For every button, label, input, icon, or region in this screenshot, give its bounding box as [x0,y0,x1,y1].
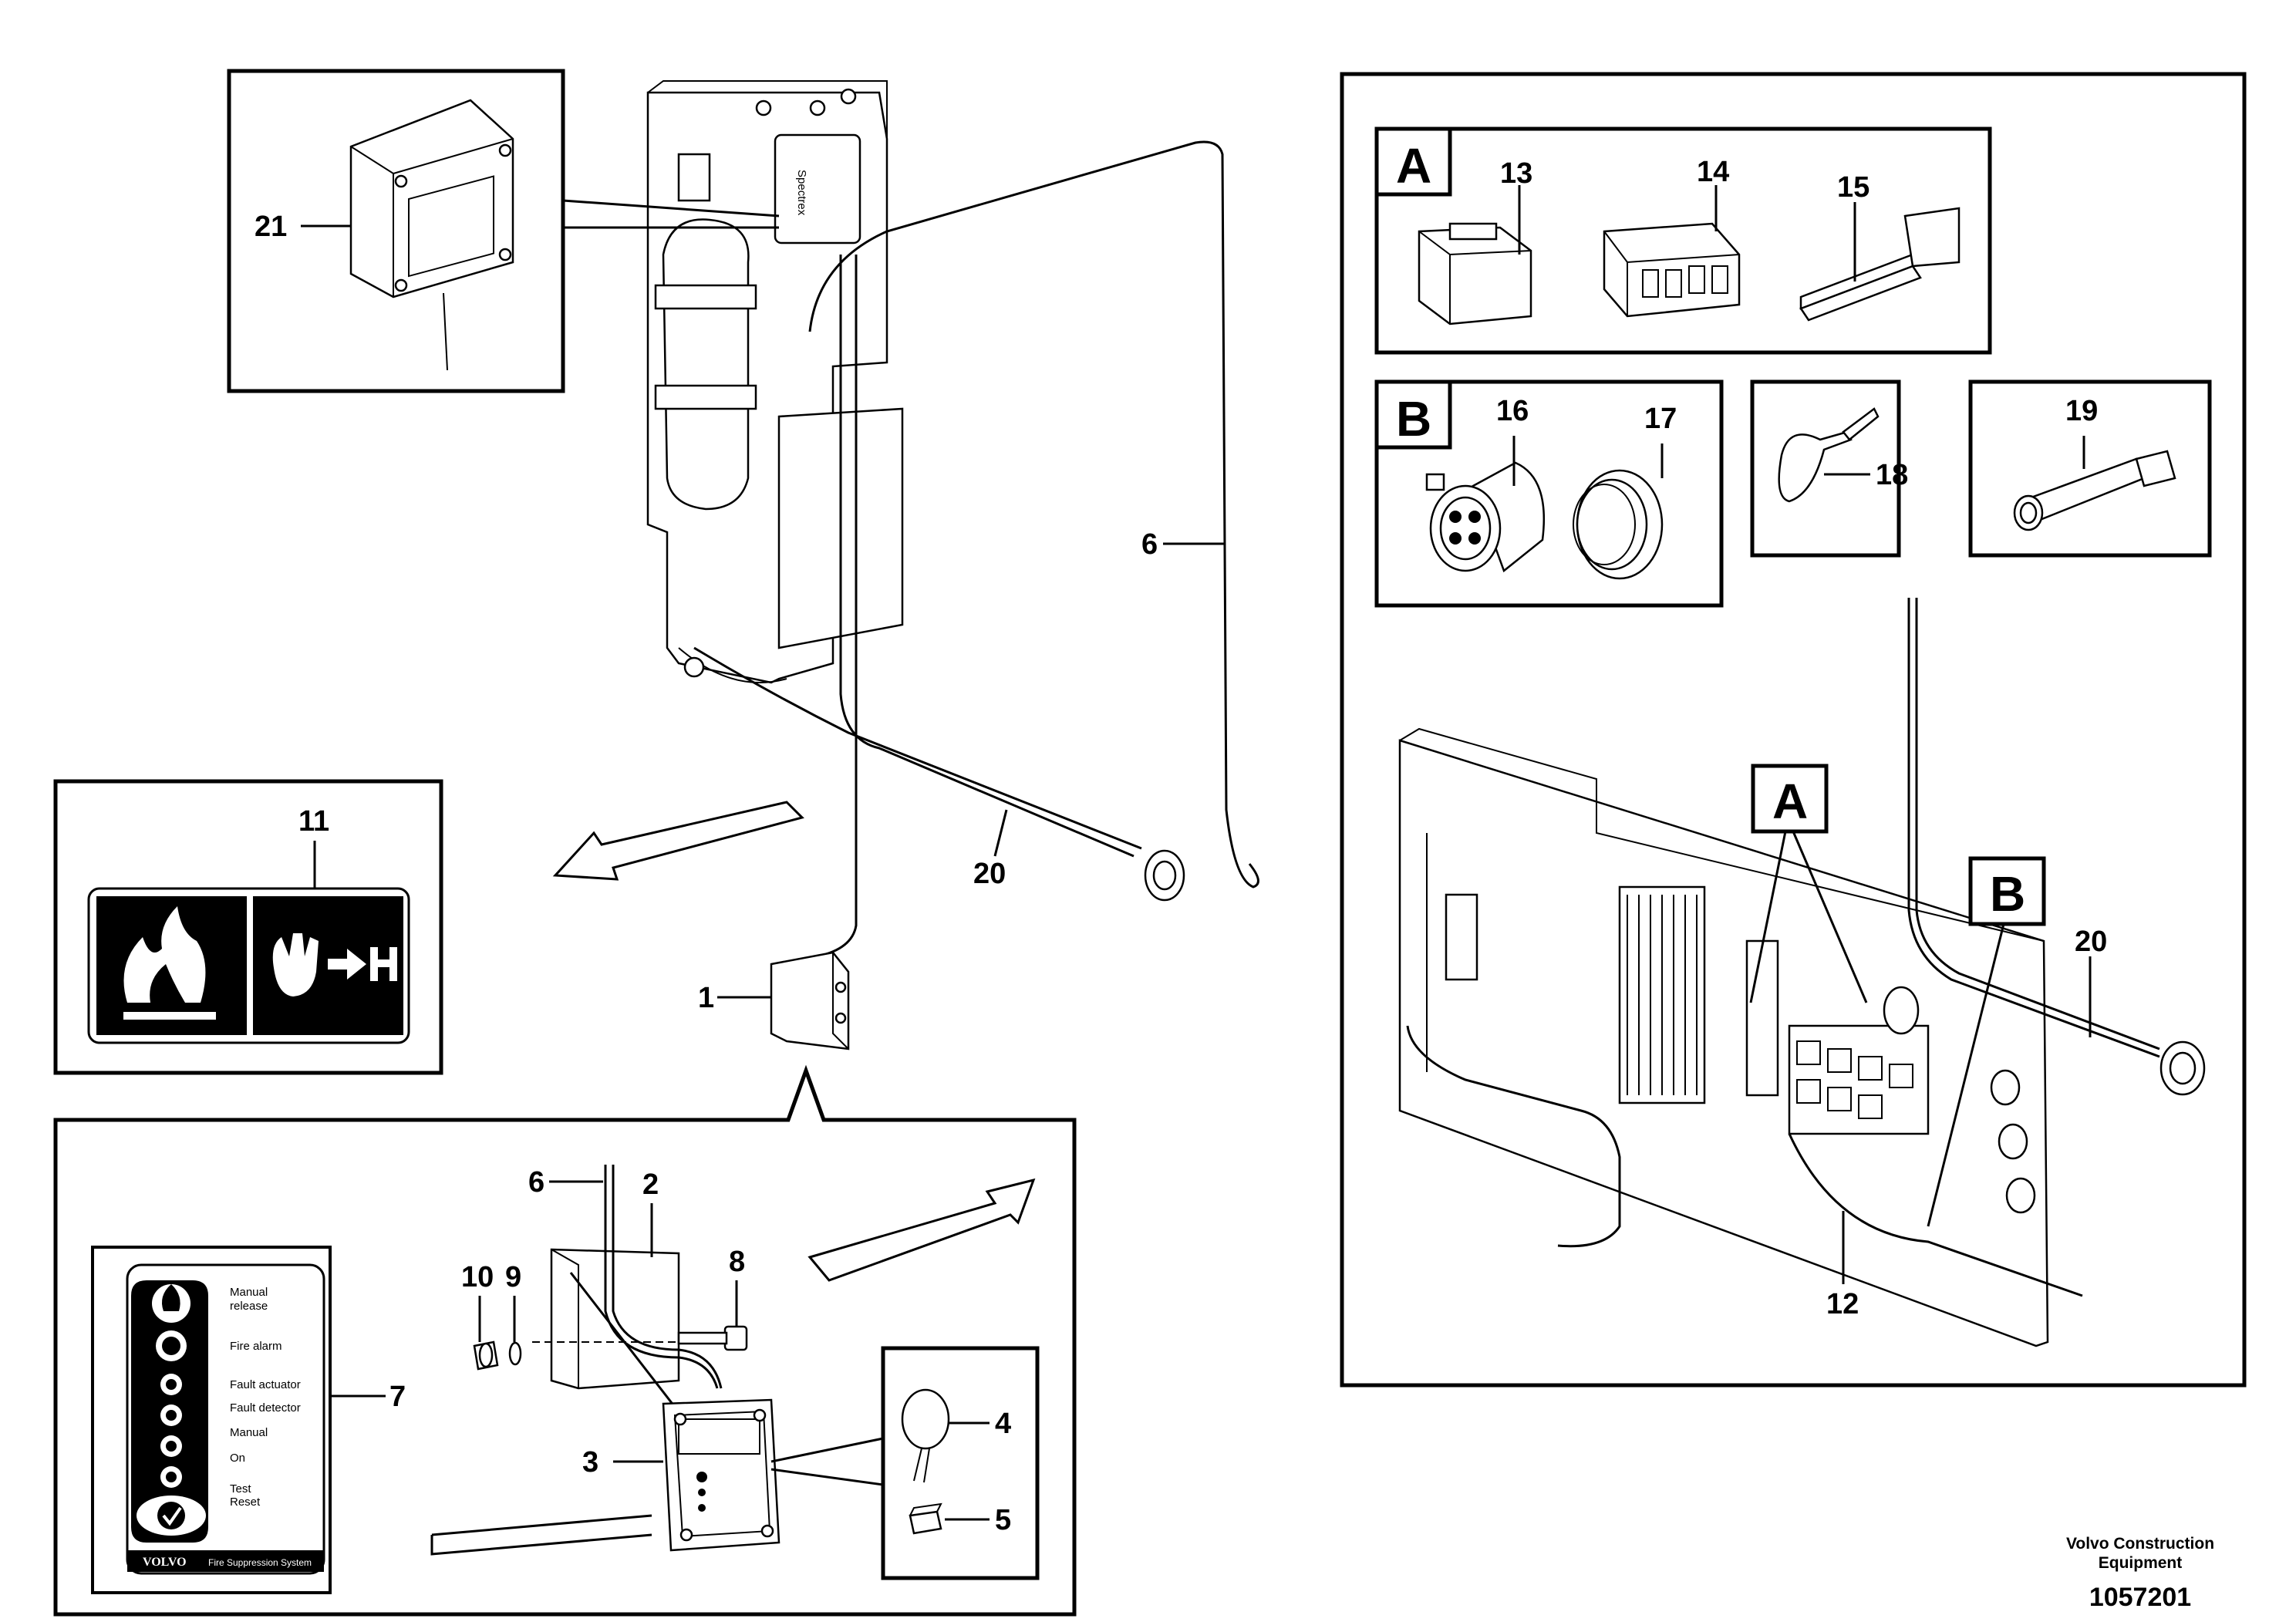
hand-push-icon [272,933,319,996]
panel-label-fault-actuator: Fault actuator [230,1378,301,1391]
callout-17: 17 [1644,403,1677,435]
callout-2: 2 [642,1168,659,1201]
seal-wire-4 [901,1388,950,1483]
marker-letter-b: B [1990,866,2025,922]
footer-company-line-2: Equipment [2099,1554,2183,1572]
detail-box-panel [53,1064,1077,1617]
control-panel-3 [662,1398,781,1552]
panel-label-test: Test [230,1482,251,1496]
callout-11: 11 [298,805,329,838]
plug-19 [2013,450,2176,531]
detail-box-21 [227,69,565,393]
connector-20-right [2159,1040,2206,1096]
control-panel-decal-7: Manual release Fire alarm Fault actuator… [91,1246,332,1594]
arrow-icon [328,947,397,981]
detail-panel-right [1340,72,2247,1388]
callout-5: 5 [995,1504,1011,1536]
pointer-arrow-right [807,1178,1036,1282]
svg-text:Spectrex: Spectrex [795,170,808,216]
checkmark-icon [137,1496,206,1536]
footer-doc-number: 1057201 [2089,1583,2191,1612]
round-connector-16 [1425,461,1546,573]
electrical-cabinet [1398,727,2083,1347]
marker-letter-a: A [1772,774,1808,829]
junction-box-21 [349,99,514,371]
locking-ring-17 [1573,469,1664,580]
callout-9: 9 [505,1261,521,1293]
callout-14: 14 [1697,156,1729,188]
suppression-unit: Spectrex [646,80,904,684]
connector-14 [1603,222,1741,318]
detail-letter-a: A [1396,138,1431,194]
cable-20 [693,646,1142,850]
callout-8: 8 [729,1246,745,1278]
callout-6-detail: 6 [528,1166,544,1199]
detail-box-a [1374,126,1992,355]
callout-15: 15 [1837,171,1870,204]
callout-6-top: 6 [1141,528,1158,561]
callout-20-center: 20 [973,858,1006,890]
callout-20-right: 20 [2075,926,2107,958]
washer-9 [508,1341,522,1366]
cable-tie-18 [1778,407,1880,503]
callout-4: 4 [995,1408,1011,1440]
callout-16: 16 [1496,395,1529,427]
control-panel-bracket [770,951,850,1050]
panel-label-manual: Manual [230,1426,268,1439]
flame-icon [123,906,216,1020]
callout-13: 13 [1500,157,1532,190]
callout-12: 12 [1826,1288,1859,1320]
detail-box-11 [53,779,443,1075]
footer-company-line-1: Volvo Construction [2066,1535,2214,1553]
panel-label-manual-release: Manual [230,1286,268,1299]
panel-label-on: On [230,1452,245,1465]
panel-label-fault-detector: Fault detector [230,1401,301,1415]
detail-box-b [1374,379,1724,608]
nut-10 [473,1340,499,1371]
detail-letter-b: B [1396,391,1431,447]
detail-box-4-5 [881,1346,1040,1580]
callout-7: 7 [389,1381,406,1413]
warning-decal-11 [87,887,410,1044]
panel-label-manual-release-2: release [230,1300,268,1313]
panel-label-reset: Reset [230,1496,261,1509]
seal-5 [909,1502,942,1535]
panel-system-name: Fire Suppression System [208,1557,312,1568]
bolt-8 [677,1325,748,1351]
callout-10: 10 [461,1261,494,1293]
connector-13 [1418,222,1532,325]
retainer-15 [1799,207,1961,322]
panel-label-fire-alarm: Fire alarm [230,1340,282,1353]
panel-brand: VOLVO [143,1556,187,1569]
pointer-arrow-left [552,801,804,881]
callout-1: 1 [698,982,714,1014]
callout-21: 21 [255,211,287,243]
detail-box-19 [1968,379,2212,558]
detail-box-18 [1750,379,1901,558]
callout-18: 18 [1876,459,1908,491]
callout-19: 19 [2065,395,2098,427]
cable-6 [808,140,1259,889]
connector-20-top [1144,849,1185,902]
callout-3: 3 [582,1446,598,1479]
